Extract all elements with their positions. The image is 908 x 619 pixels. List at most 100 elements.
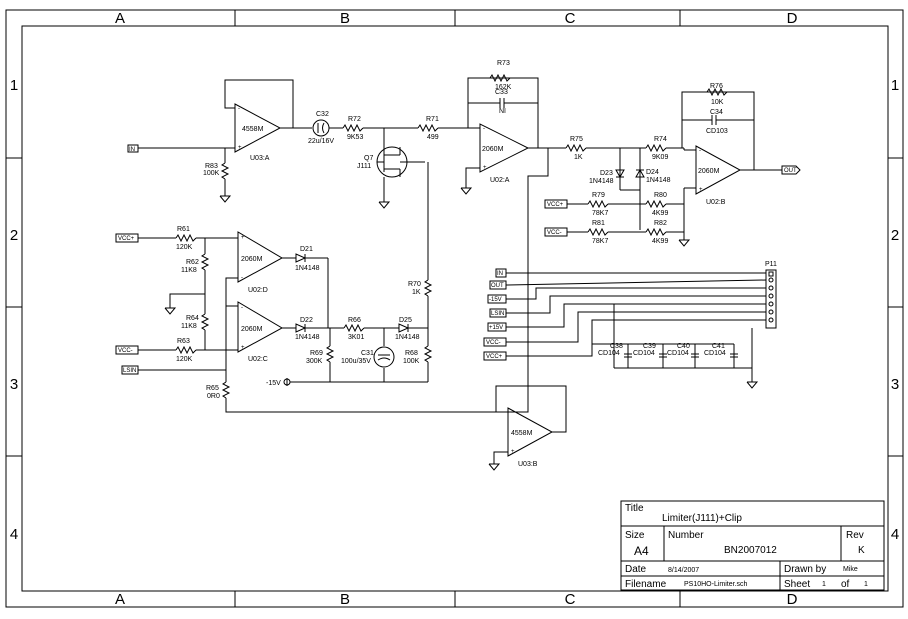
- zone-col-a-bottom: A: [115, 591, 125, 608]
- opamp-u02a: -+ 2060M U02:A: [479, 123, 530, 184]
- r80-value: 4K99: [652, 210, 668, 217]
- svg-text:D21: D21: [300, 246, 313, 253]
- opamp-u03a: -+ 4558M U03:A: [234, 103, 282, 162]
- sheet-title: Limiter(J111)+Clip: [662, 513, 742, 524]
- r82-ref: R82: [654, 220, 667, 227]
- svg-text:VCC-: VCC-: [118, 348, 133, 354]
- r76-value: 10K: [711, 99, 724, 106]
- zone-col-d-bottom: D: [787, 591, 798, 608]
- port-vcc-minus-1: VCC-: [544, 227, 568, 237]
- rev-caption: Rev: [846, 530, 864, 541]
- r64-ref: R64: [186, 315, 199, 322]
- r83-value: 100K: [203, 170, 220, 177]
- title-block: Title Limiter(J111)+Clip Size A4 Number …: [620, 500, 885, 591]
- svg-text:+: +: [511, 449, 515, 455]
- svg-text:D24: D24: [646, 169, 659, 176]
- p11-bus-wiring: [505, 272, 767, 389]
- q7-source-ground: [378, 177, 391, 209]
- diode-d23: D23 1N4148: [589, 169, 625, 185]
- svg-text:1N4148: 1N4148: [295, 334, 320, 341]
- svg-text:2060M: 2060M: [241, 326, 263, 333]
- c40-ref: C40: [677, 343, 690, 350]
- opamp-u02c: -+ 2060M U02:C: [237, 301, 284, 363]
- c38-value: CD104: [598, 350, 620, 357]
- port-in-1: IN: [127, 144, 139, 153]
- r71-ref: R71: [426, 116, 439, 123]
- number-caption: Number: [668, 530, 704, 541]
- size-caption: Size: [625, 530, 645, 541]
- svg-text:+: +: [483, 165, 487, 171]
- c39-ref: C39: [643, 343, 656, 350]
- svg-text:OUT: OUT: [784, 168, 797, 174]
- r69-ref: R69: [310, 350, 323, 357]
- zone-col-d-top: D: [787, 10, 798, 27]
- svg-text:1N4148: 1N4148: [295, 265, 320, 272]
- r81-value: 78K7: [592, 238, 608, 245]
- r68-value: 100K: [403, 358, 420, 365]
- connector-p11: P11: [765, 261, 777, 329]
- c33-ref: C33: [495, 89, 508, 96]
- drawn-value: Mike: [843, 566, 858, 573]
- vcc-bias-wiring: [567, 188, 691, 247]
- svg-text:-: -: [241, 305, 243, 311]
- border-frame: [5, 9, 904, 608]
- svg-text:D23: D23: [600, 170, 613, 177]
- r65-value: 0R0: [207, 393, 220, 400]
- diode-d21: D21 1N4148: [295, 246, 320, 272]
- r73-ref: R73: [497, 60, 510, 67]
- diode-d22: D22 1N4148: [295, 317, 320, 341]
- title-caption: Title: [625, 503, 644, 514]
- svg-text:VCC-: VCC-: [486, 340, 501, 346]
- r65-ref: R65: [206, 385, 219, 392]
- r66-value: 3K01: [348, 334, 364, 341]
- svg-text:-: -: [241, 275, 243, 281]
- zone-row-2-right: 2: [891, 227, 899, 244]
- svg-text:LSIN: LSIN: [491, 311, 504, 317]
- zone-row-2-left: 2: [10, 227, 18, 244]
- port-vcc-minus-2: VCC-: [115, 345, 139, 355]
- r69-value: 300K: [306, 358, 323, 365]
- c34-value: CD103: [706, 128, 728, 135]
- svg-text:+: +: [699, 187, 703, 193]
- svg-text:-: -: [238, 106, 240, 112]
- r72-ref: R72: [348, 116, 361, 123]
- svg-text:U03:A: U03:A: [250, 155, 270, 162]
- c40-value: CD104: [667, 350, 689, 357]
- zone-col-a-top: A: [115, 10, 125, 27]
- port-neg15: -15V: [487, 294, 507, 304]
- svg-text:1N4148: 1N4148: [589, 178, 614, 185]
- r62-ref: R62: [186, 259, 199, 266]
- svg-text:2060M: 2060M: [241, 256, 263, 263]
- svg-text:U02:A: U02:A: [490, 177, 510, 184]
- rev-value: K: [858, 545, 865, 556]
- date-value: 8/14/2007: [668, 567, 699, 574]
- zone-col-c-top: C: [565, 10, 576, 27]
- opamp-u02d: +- 2060M U02:D: [237, 231, 284, 294]
- sheet-caption: Sheet: [784, 579, 810, 590]
- r63-ref: R63: [177, 338, 190, 345]
- svg-text:P11: P11: [765, 261, 777, 268]
- svg-text:-15V: -15V: [266, 380, 281, 387]
- svg-text:-: -: [699, 148, 701, 154]
- svg-text:+: +: [241, 345, 245, 351]
- sheet-value: 1: [822, 581, 826, 588]
- jfet-q7: Q7 J111: [357, 146, 425, 178]
- wire-r75-r74: [225, 143, 684, 413]
- svg-text:U02:B: U02:B: [706, 199, 726, 206]
- svg-text:J111: J111: [357, 163, 371, 170]
- r74-value: 9K09: [652, 154, 668, 161]
- r72-value: 9K53: [347, 134, 363, 141]
- svg-text:VCC-: VCC-: [547, 230, 562, 236]
- port-vcc-plus-2: VCC+: [115, 233, 139, 243]
- svg-text:4558M: 4558M: [242, 126, 264, 133]
- svg-text:IN: IN: [129, 147, 135, 153]
- svg-text:VCC+: VCC+: [547, 202, 564, 208]
- zone-row-3-left: 3: [10, 376, 18, 393]
- svg-text:2060M: 2060M: [482, 146, 504, 153]
- svg-text:U03:B: U03:B: [518, 461, 538, 468]
- zone-row-4-left: 4: [10, 526, 18, 543]
- svg-text:+15V: +15V: [489, 325, 503, 331]
- port-lsin-1: LSIN: [121, 365, 139, 375]
- wire-c32-r72: [329, 123, 480, 160]
